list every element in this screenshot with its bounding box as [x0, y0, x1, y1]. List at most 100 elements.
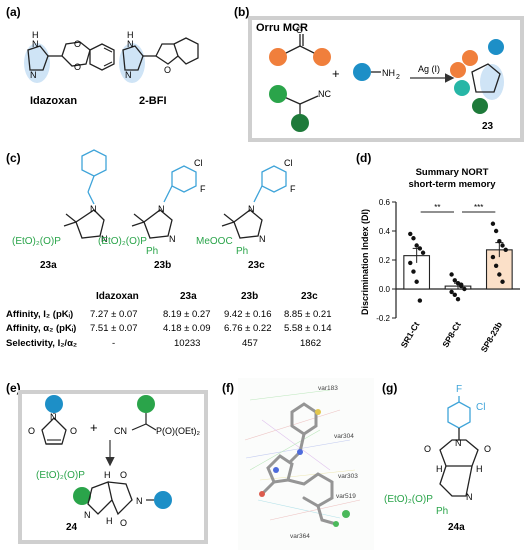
- svg-text:Ph: Ph: [236, 246, 248, 257]
- panel-label-g: (g): [382, 381, 397, 395]
- significance-label: ***: [474, 203, 483, 212]
- svg-text:H: H: [106, 516, 113, 526]
- data-point: [420, 250, 426, 255]
- y-tick-label: 0.0: [379, 285, 391, 294]
- svg-text:O: O: [70, 426, 77, 436]
- data-point: [449, 289, 454, 295]
- idazoxan-structure: O O N H N: [24, 30, 115, 83]
- product-24-structure: (EtO)₂(O)P N H H O O N: [36, 470, 172, 528]
- label-23a: 23a: [40, 260, 57, 271]
- data-point: [503, 247, 508, 253]
- svg-text:(EtO)₂(O)P: (EtO)₂(O)P: [12, 236, 61, 247]
- data-point: [500, 243, 505, 248]
- svg-text:NC: NC: [318, 89, 331, 99]
- aldehyde-reagent: O: [269, 25, 331, 66]
- residue-label-1: var304: [334, 433, 354, 440]
- svg-text:N: N: [32, 39, 39, 49]
- table-header-1: 23a: [180, 291, 197, 302]
- svg-text:F: F: [456, 384, 462, 395]
- product-23-label: 23: [482, 121, 494, 132]
- table-row-label-0: Affinity, I₂ (pKᵢ): [6, 309, 73, 320]
- amine-reagent: NH 2: [353, 63, 400, 81]
- svg-text:Ph: Ph: [436, 506, 448, 517]
- data-point: [455, 296, 461, 302]
- table-cell: 9.42 ± 0.16: [224, 309, 271, 320]
- data-point: [408, 231, 413, 237]
- data-point: [497, 238, 502, 244]
- residue-label-4: var364: [290, 533, 310, 540]
- svg-text:H: H: [104, 470, 111, 480]
- table-row-label-2: Selectivity, I₂/α₂: [6, 338, 77, 349]
- x-tick-label: SP8-Ct: [440, 320, 463, 349]
- data-point: [459, 282, 464, 287]
- label-23b: 23b: [154, 260, 171, 271]
- chart-title: Summary NORT: [416, 167, 489, 178]
- svg-text:O: O: [296, 25, 303, 35]
- svg-text:N: N: [466, 492, 473, 502]
- data-point: [414, 279, 419, 284]
- svg-text:H: H: [32, 30, 39, 40]
- y-tick-label: -0.2: [376, 314, 390, 323]
- data-point: [452, 278, 457, 283]
- table-row-label-1: Affinity, α₂ (pKᵢ): [6, 323, 76, 334]
- panel-label-e: (e): [6, 381, 21, 395]
- data-point: [449, 272, 454, 277]
- svg-text:(EtO)₂(O)P: (EtO)₂(O)P: [98, 236, 147, 247]
- table-cell: 1862: [300, 338, 321, 349]
- panel-b-title: Orru MCR: [256, 22, 308, 34]
- significance-label: **: [434, 203, 440, 212]
- data-point: [417, 298, 423, 303]
- chart-subtitle: short-term memory: [408, 179, 496, 190]
- residue-label-2: var303: [338, 473, 358, 480]
- svg-text:H: H: [476, 464, 483, 474]
- data-point: [452, 292, 457, 297]
- svg-text:H: H: [127, 30, 134, 40]
- docking-pose-render: [238, 378, 374, 550]
- svg-text:O: O: [424, 444, 431, 454]
- svg-text:N: N: [158, 204, 165, 214]
- panel-label-c: (c): [6, 151, 21, 165]
- catalyst-label: Ag (I): [418, 64, 440, 74]
- panel-label-d: (d): [356, 151, 371, 165]
- plus-e: +: [90, 420, 98, 435]
- svg-text:N: N: [455, 438, 462, 448]
- svg-text:O: O: [74, 39, 81, 49]
- panel-e-frame: [18, 390, 208, 544]
- svg-text:N: N: [127, 39, 134, 49]
- product-23-structure: NC: [450, 39, 504, 114]
- svg-text:O: O: [120, 518, 127, 528]
- table-header-3: 23c: [301, 291, 318, 302]
- table-cell: 457: [242, 338, 258, 349]
- table-cell: 8.19 ± 0.27: [163, 309, 210, 320]
- table-cell: 6.76 ± 0.22: [224, 323, 271, 334]
- y-tick-label: 0.6: [379, 198, 391, 207]
- svg-text:O: O: [120, 470, 127, 480]
- svg-text:NH: NH: [382, 68, 395, 78]
- maleimide-reagent: O O N: [28, 395, 77, 445]
- svg-text:Ph: Ph: [146, 246, 158, 257]
- svg-text:2: 2: [396, 74, 400, 81]
- isocyanide-reagent: NC: [269, 85, 331, 132]
- svg-text:N: N: [169, 234, 176, 244]
- label-23c: 23c: [248, 260, 265, 271]
- compound-23a-structure: N N (EtO)₂(O)P: [12, 149, 108, 247]
- data-point: [411, 269, 416, 274]
- data-point: [490, 221, 496, 226]
- svg-text:O: O: [164, 65, 171, 75]
- svg-text:N: N: [101, 234, 108, 244]
- data-point: [414, 243, 419, 248]
- table-cell: 8.85 ± 0.21: [284, 309, 331, 320]
- table-cell: 7.51 ± 0.07: [90, 323, 137, 334]
- data-point: [490, 254, 496, 260]
- product-24-label: 24: [66, 522, 78, 533]
- svg-text:F: F: [200, 184, 206, 194]
- compound-24a-structure: F Cl O O N H H N (EtO)₂(O)P Ph: [384, 384, 491, 517]
- plus-b1: +: [332, 66, 340, 81]
- affinity-table: Idazoxan 23a 23b 23c Affinity, I₂ (pKᵢ) …: [6, 291, 331, 349]
- 2bfi-structure: O N H N: [119, 30, 199, 83]
- table-cell: 5.58 ± 0.14: [284, 323, 331, 334]
- data-point: [408, 260, 413, 266]
- svg-text:N: N: [30, 70, 37, 80]
